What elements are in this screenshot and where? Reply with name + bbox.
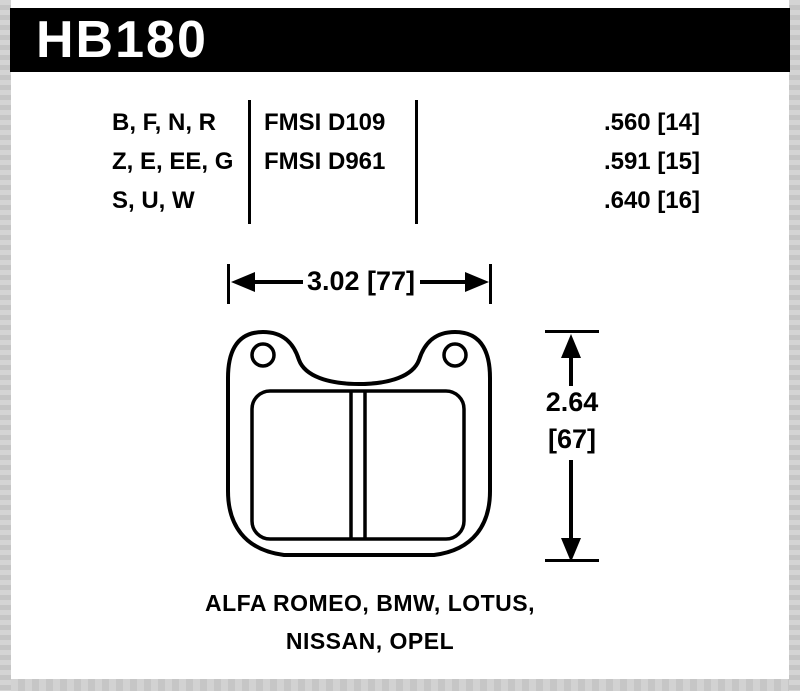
height-arrow-line-bottom (569, 460, 573, 540)
height-metric: [67] (547, 424, 596, 454)
width-extension-line-right (489, 264, 492, 304)
compounds-row-1: B, F, N, R (112, 109, 217, 136)
thickness-column: .560 [14] .591 [15] .640 [16] (558, 103, 700, 220)
pad-friction-material-outline (250, 389, 466, 541)
thickness-row-3: .640 [16] (603, 187, 700, 214)
fmsi-row-2: FMSI D961 (264, 148, 386, 175)
width-dimension-label: 3.02 [77] (306, 266, 416, 296)
left-edge-texture (0, 0, 11, 691)
table-divider-1 (248, 100, 251, 224)
compounds-row-3: S, U, W (112, 187, 195, 214)
width-arrow-line-right (420, 280, 466, 284)
right-edge-texture (789, 0, 800, 691)
fmsi-column: FMSI D109 FMSI D961 (264, 103, 410, 181)
width-extension-line-left (227, 264, 230, 304)
bottom-edge-texture (11, 679, 789, 691)
fmsi-row-1: FMSI D109 (264, 109, 386, 136)
brake-pad-drawing (226, 330, 492, 557)
applications: ALFA ROMEO, BMW, LOTUS, NISSAN, OPEL (50, 584, 690, 660)
applications-line-1: ALFA ROMEO, BMW, LOTUS, (204, 590, 536, 616)
pad-right-abutment-hole (442, 342, 468, 368)
arrowhead-down-icon (561, 538, 581, 562)
thickness-row-1: .560 [14] (603, 109, 700, 136)
part-number: HB180 (36, 11, 208, 69)
arrowhead-right-icon (465, 272, 489, 292)
table-divider-2 (415, 100, 418, 224)
compounds-row-2: Z, E, EE, G (112, 148, 234, 175)
pad-backing-plate-outline (226, 330, 492, 557)
height-extension-line-top (545, 330, 599, 333)
part-number-bar: HB180 (10, 8, 790, 72)
pad-left-abutment-hole (250, 342, 276, 368)
height-value: 2.64 (545, 387, 599, 417)
width-arrow-line-left (253, 280, 303, 284)
thickness-row-2: .591 [15] (603, 148, 700, 175)
height-dimension-label: 2.64 [67] (533, 384, 611, 458)
compounds-column: B, F, N, R Z, E, EE, G S, U, W (112, 103, 240, 220)
arrowhead-up-icon (561, 334, 581, 358)
height-arrow-line-top (569, 356, 573, 386)
applications-line-2: NISSAN, OPEL (285, 628, 455, 654)
arrowhead-left-icon (231, 272, 255, 292)
